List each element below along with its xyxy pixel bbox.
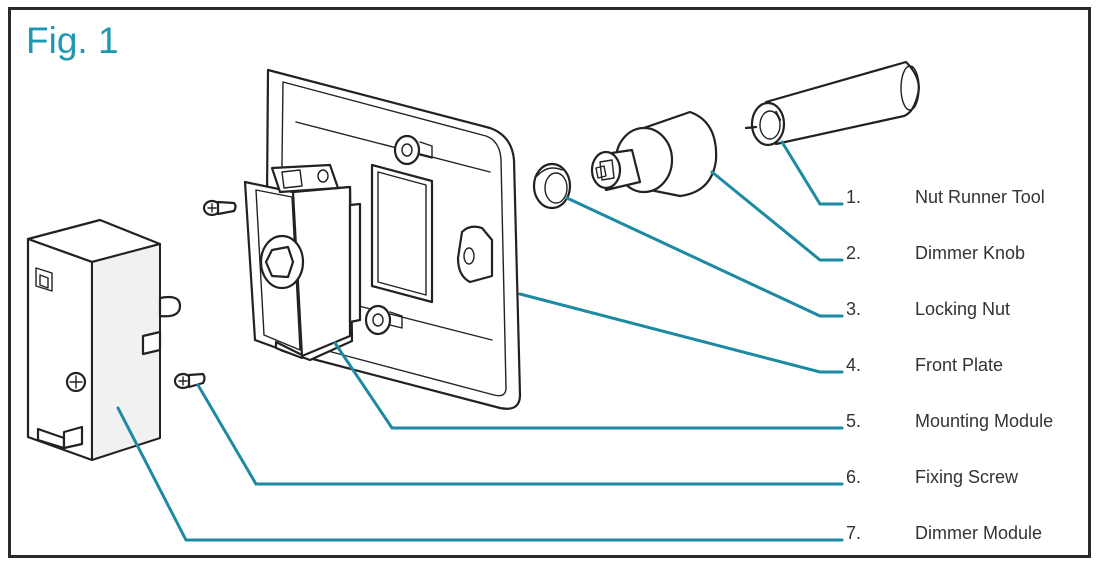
- figure-title: Fig. 1: [26, 20, 119, 61]
- legend-number: 2.: [846, 243, 862, 263]
- leader-line-4: [518, 292, 844, 374]
- leader-line-3: [565, 196, 844, 318]
- leader-line-6: [196, 383, 844, 486]
- dimmer-module-drawing: [26, 218, 182, 462]
- leader-line-2: [710, 170, 844, 262]
- leader-line-5: [333, 341, 844, 430]
- leader-line-7: [116, 406, 844, 542]
- nut-runner-tool-drawing: [744, 60, 920, 147]
- legend-label: Nut Runner Tool: [915, 187, 1045, 207]
- dimmer-knob-drawing: [590, 110, 718, 198]
- legend-number: 4.: [846, 355, 862, 375]
- legend-label: Fixing Screw: [915, 467, 1019, 487]
- legend-label: Mounting Module: [915, 411, 1054, 431]
- legend-number: 5.: [846, 411, 862, 431]
- fixing-screw-drawing: [173, 372, 206, 390]
- legend-number: 7.: [846, 523, 862, 543]
- figure-frame: [8, 7, 1091, 558]
- upper-screw-drawing: [202, 199, 237, 217]
- leader-lines: [116, 140, 844, 542]
- legend-number: 3.: [846, 299, 862, 319]
- leader-line-1: [780, 140, 844, 206]
- locking-nut-drawing: [532, 162, 572, 210]
- legend-number: 6.: [846, 467, 862, 487]
- legend-label: Locking Nut: [915, 299, 1011, 319]
- legend-label: Dimmer Module: [915, 523, 1043, 543]
- legend-label: Dimmer Knob: [915, 243, 1026, 263]
- mounting-module-drawing: [243, 163, 362, 362]
- legend-number: 1.: [846, 187, 862, 207]
- legend-label: Front Plate: [915, 355, 1004, 375]
